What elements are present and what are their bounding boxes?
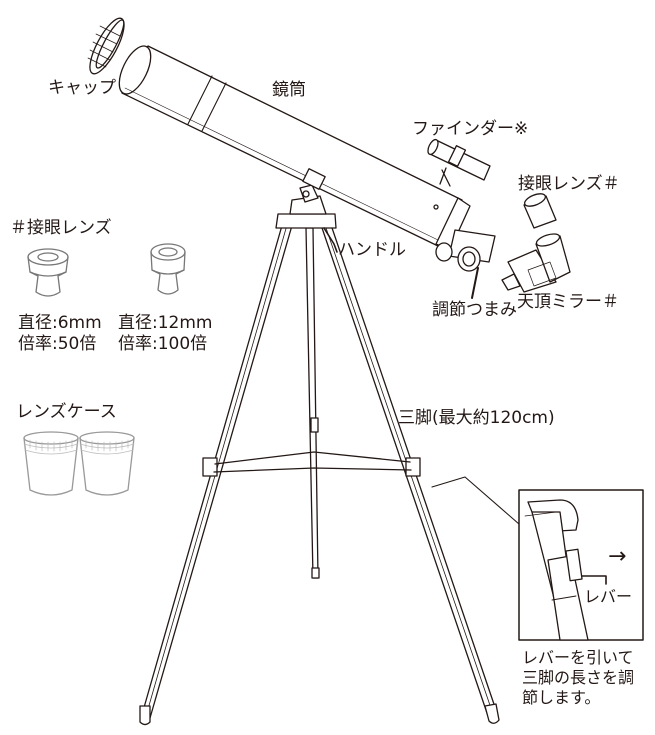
eyepiece-spec-12mm: 直径:12mm 倍率:100倍 xyxy=(118,313,212,355)
optical-tube xyxy=(118,45,496,263)
lever-instruction-note: レバーを引いて 三脚の長さを調 節します。 xyxy=(522,648,634,708)
finder-scope xyxy=(427,138,491,187)
note-line-1: レバーを引いて xyxy=(522,648,634,667)
label-lens-case: レンズケース xyxy=(16,402,117,422)
label-eyepiece-attached: 接眼レンズ＃ xyxy=(518,174,620,194)
tripod-head xyxy=(275,213,337,229)
note-line-2: 三脚の長さを調 xyxy=(522,668,635,687)
attached-eyepiece xyxy=(523,193,557,229)
eyepiece-12mm xyxy=(150,243,186,295)
lever-inset xyxy=(518,489,644,641)
arrow-right-icon: → xyxy=(608,544,627,569)
tripod-spreader xyxy=(213,451,412,473)
tripod xyxy=(139,184,500,726)
eyepiece-6mm-magnification: 倍率:50倍 xyxy=(18,334,97,354)
label-handle: ハンドル xyxy=(338,240,406,260)
callout-line xyxy=(431,476,520,525)
lens-case-right xyxy=(79,431,135,496)
tripod-leg-rear xyxy=(305,227,319,579)
eyepiece-spec-6mm: 直径:6mm 倍率:50倍 xyxy=(18,313,102,355)
note-line-3: 節します。 xyxy=(522,688,601,707)
label-lever: レバー xyxy=(584,587,633,606)
label-tripod: 三脚(最大約120cm) xyxy=(398,408,555,428)
eyepiece-6mm-diameter: 直径:6mm xyxy=(18,313,102,333)
eyepiece-6mm xyxy=(27,248,69,297)
eyepiece-12mm-diameter: 直径:12mm xyxy=(118,313,213,333)
label-tube: 鏡筒 xyxy=(272,80,306,100)
handle[interactable] xyxy=(323,227,338,253)
label-cap: キャップ xyxy=(48,78,116,98)
label-focus-knob: 調節つまみ xyxy=(432,300,517,320)
label-finder: ファインダー※ xyxy=(412,119,529,139)
label-star-diagonal: 天頂ミラー＃ xyxy=(517,292,619,312)
focus-knob[interactable] xyxy=(435,242,481,299)
label-eyepieces-title: ＃接眼レンズ xyxy=(10,218,112,238)
cap xyxy=(87,17,125,75)
star-diagonal xyxy=(501,233,571,293)
lens-case-left xyxy=(23,431,79,496)
eyepiece-12mm-magnification: 倍率:100倍 xyxy=(118,334,208,354)
